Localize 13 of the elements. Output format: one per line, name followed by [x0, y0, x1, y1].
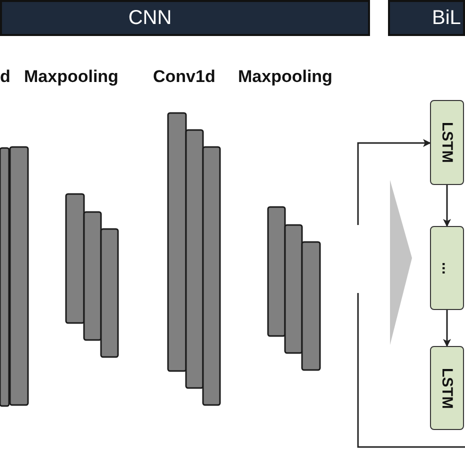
arrow — [357, 139, 431, 225]
section-header: CNN — [0, 0, 370, 36]
lstm-box: LSTM — [430, 346, 464, 430]
flow-chevron — [390, 180, 412, 345]
lstm-box: LSTM — [430, 100, 464, 185]
layer-label: Maxpooling — [238, 66, 332, 88]
arrow — [443, 310, 451, 347]
layer-label: Maxpooling — [24, 66, 118, 88]
layer-label: Conv1d — [153, 66, 216, 88]
lstm-box: ... — [430, 226, 464, 310]
section-header: BiL — [388, 0, 465, 36]
layer-label: d — [0, 66, 10, 88]
arrow — [443, 185, 451, 227]
